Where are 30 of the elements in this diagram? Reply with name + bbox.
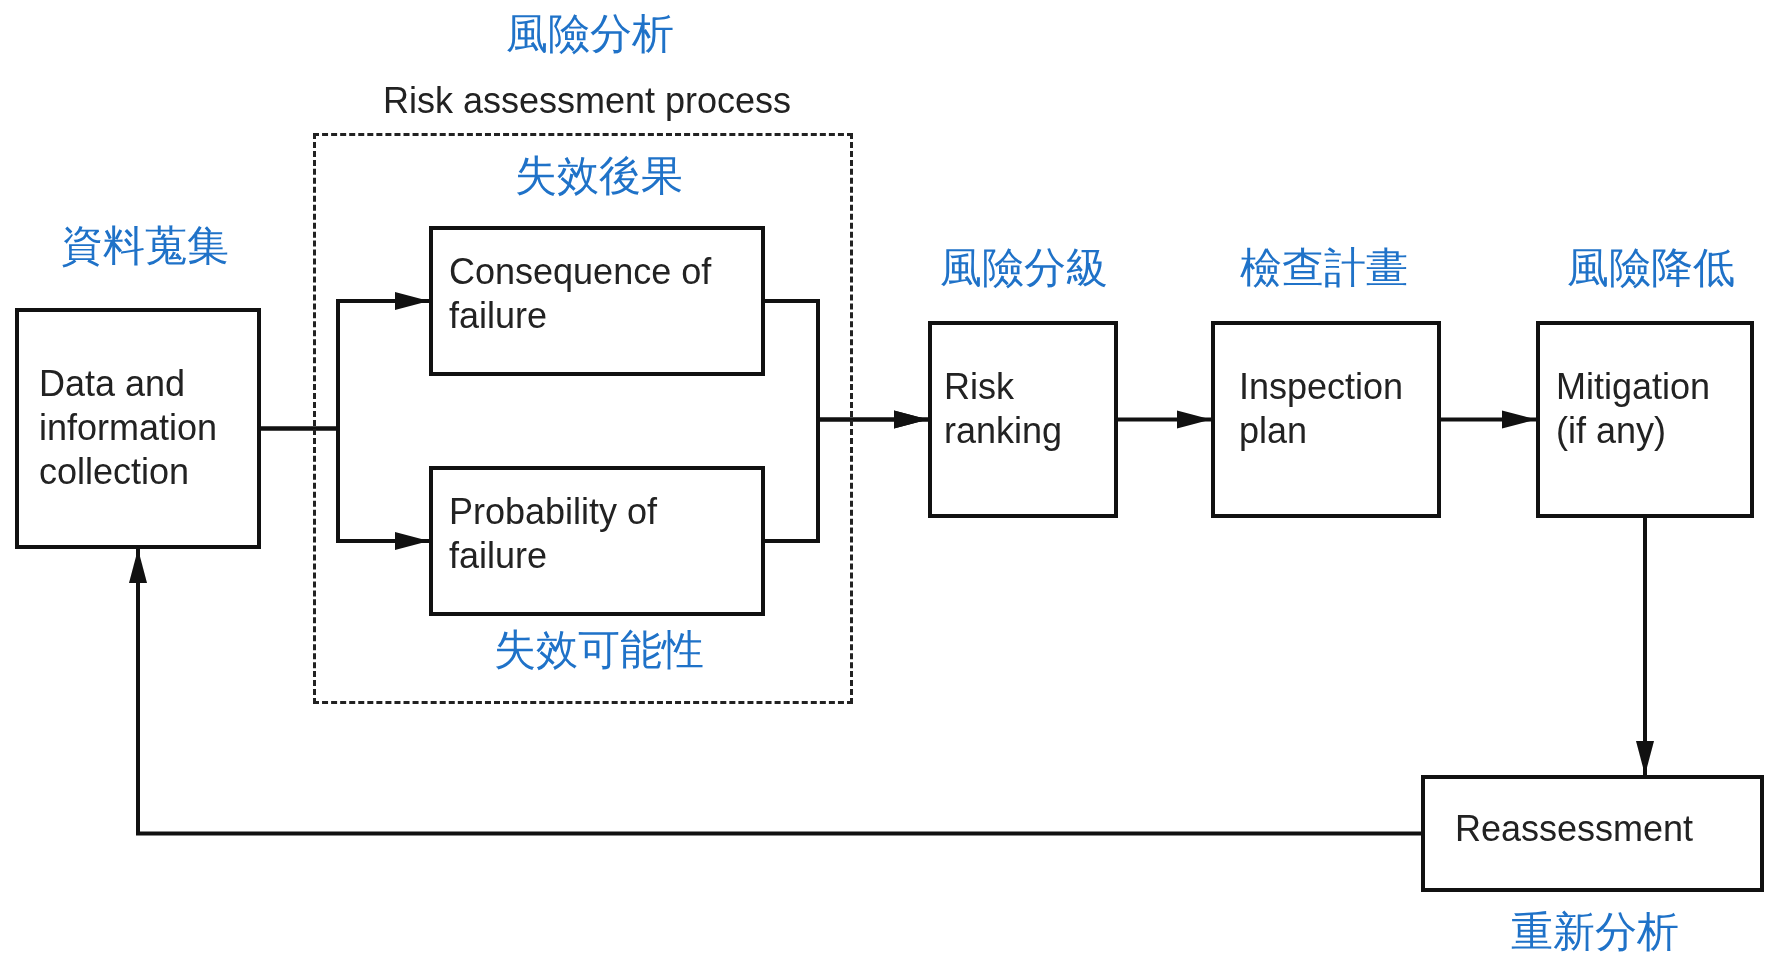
caption-text: 風險分級: [940, 242, 1108, 294]
box-label: Probability of failure: [449, 490, 659, 578]
arrow: [765, 410, 928, 543]
process-box: [15, 308, 261, 549]
caption-text: 重新分析: [1511, 906, 1679, 957]
arrow: [1441, 410, 1536, 429]
box-label: Data and information collection: [39, 362, 219, 494]
box-label: Reassessment: [1455, 807, 1695, 851]
box-label: Risk ranking: [944, 365, 1064, 453]
process-box: [1421, 775, 1764, 892]
heading-text: Risk assessment process: [382, 80, 792, 122]
arrow: [1118, 410, 1211, 429]
caption-text: 失效後果: [515, 150, 683, 202]
caption-text: 失效可能性: [494, 624, 704, 676]
caption-text: 資料蒐集: [61, 220, 229, 272]
process-box: [429, 466, 765, 616]
arrow: [1636, 518, 1654, 775]
process-box: [928, 321, 1118, 518]
caption-text: 檢查計畫: [1240, 242, 1408, 294]
caption-text: 風險降低: [1567, 242, 1735, 294]
heading-text: 風險分析: [506, 8, 674, 60]
process-box: [1211, 321, 1441, 518]
process-box: [1536, 321, 1754, 518]
process-box: [429, 226, 765, 376]
box-label: Inspection plan: [1239, 365, 1405, 453]
box-label: Mitigation (if any): [1556, 365, 1712, 453]
dashed-group-box: [313, 133, 853, 704]
arrow: [129, 549, 1421, 836]
box-label: Consequence of failure: [449, 250, 713, 338]
arrow: [261, 426, 429, 550]
